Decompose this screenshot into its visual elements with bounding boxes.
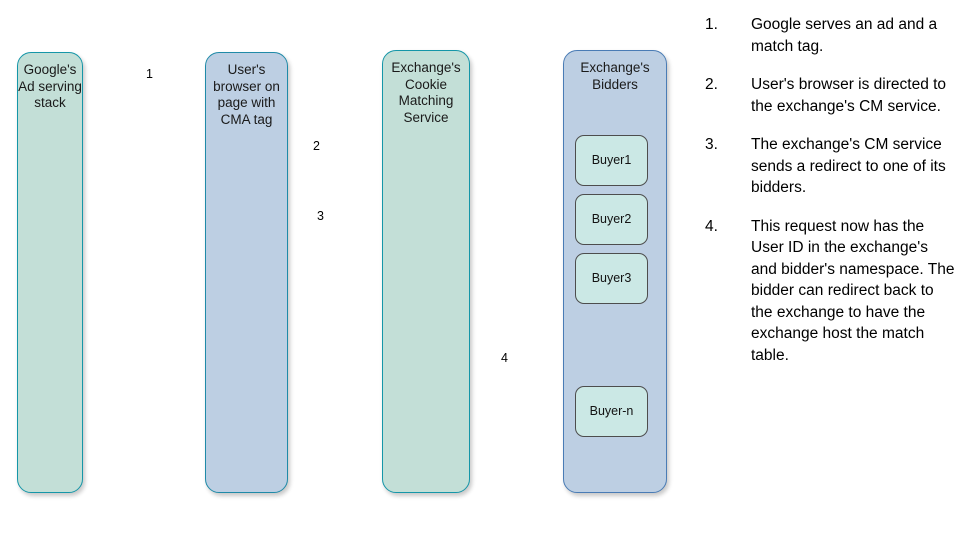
lane-label: Exchange's Bidders <box>580 60 650 92</box>
list-item: 1. Google serves an ad and a match tag. <box>705 14 955 57</box>
list-item: 4. This request now has the User ID in t… <box>705 216 955 367</box>
step-number: 2. <box>705 76 718 93</box>
buyer-label: Buyer-n <box>589 404 634 419</box>
buyer-chip-3[interactable]: Buyer3 <box>575 253 648 304</box>
lane-exchange-bidders[interactable]: Exchange's Bidders Buyer1 Buyer2 Buyer3 … <box>563 50 667 493</box>
lane-label: User's browser on page with CMA tag <box>213 62 280 127</box>
buyer-label: Buyer3 <box>591 271 632 286</box>
lane-label: Exchange's Cookie Matching Service <box>391 60 461 125</box>
buyer-label: Buyer2 <box>591 212 632 227</box>
step-number: 4. <box>705 217 718 235</box>
lane-label: Google's Ad serving stack <box>18 62 82 110</box>
lane-google-ad-serving-stack[interactable]: Google's Ad serving stack <box>17 52 83 493</box>
lane-user-browser[interactable]: User's browser on page with CMA tag <box>205 52 288 493</box>
step-text: Google serves an ad and a match tag. <box>751 16 938 55</box>
buyer-label: Buyer1 <box>591 153 632 168</box>
arrow-2-label: 2 <box>313 139 320 153</box>
steps-list: 1. Google serves an ad and a match tag. … <box>705 14 955 383</box>
step-text: The exchange's CM service sends a redire… <box>751 136 946 196</box>
arrow-1-label: 1 <box>146 67 153 81</box>
cookie-matching-diagram: Google's Ad serving stack User's browser… <box>17 50 667 493</box>
step-text: User's browser is directed to the exchan… <box>751 76 947 115</box>
step-number: 1. <box>705 16 718 33</box>
lane-exchange-cookie-matching-service[interactable]: Exchange's Cookie Matching Service <box>382 50 470 493</box>
buyer-chip-2[interactable]: Buyer2 <box>575 194 648 245</box>
list-item: 3. The exchange's CM service sends a red… <box>705 134 955 199</box>
step-number: 3. <box>705 136 718 153</box>
list-item: 2. User's browser is directed to the exc… <box>705 74 955 117</box>
step-text: This request now has the User ID in the … <box>751 217 955 364</box>
buyer-chip-1[interactable]: Buyer1 <box>575 135 648 186</box>
arrow-3-label: 3 <box>317 209 324 223</box>
buyer-chip-n[interactable]: Buyer-n <box>575 386 648 437</box>
arrow-4-label: 4 <box>501 351 508 365</box>
arrow-layer <box>83 82 560 378</box>
